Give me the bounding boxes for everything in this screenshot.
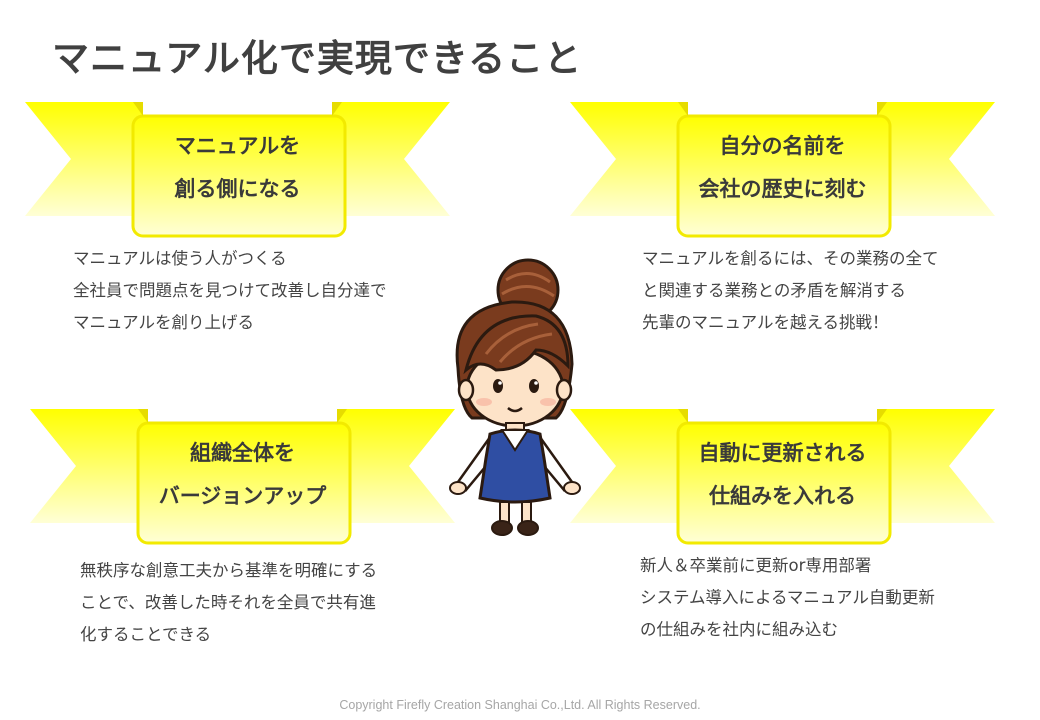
desc-line: マニュアルを創り上げる <box>73 313 255 332</box>
ribbon-title-line2: 創る側になる <box>174 177 301 201</box>
desc-line: 先輩のマニュアルを越える挑戦！ <box>642 313 889 332</box>
ribbon-title-line1: マニュアルを <box>174 134 301 158</box>
desc-line: 全社員で問題点を見つけて改善し自分達で <box>73 281 387 300</box>
desc-line: 化することできる <box>80 625 212 644</box>
desc-line: 無秩序な創意工夫から基準を明確にする <box>80 561 378 580</box>
card-description-4: 新人＆卒業前に更新or専用部署 システム導入によるマニュアル自動更新 の仕組みを… <box>640 550 935 646</box>
businesswoman-mascot-icon <box>449 258 581 536</box>
ribbon-shape <box>570 409 995 545</box>
ribbon-shape <box>570 102 995 238</box>
desc-line: マニュアルを創るには、その業務の全て <box>642 249 939 268</box>
desc-line: システム導入によるマニュアル自動更新 <box>640 588 935 607</box>
desc-line: 新人＆卒業前に更新or専用部署 <box>640 556 872 575</box>
ribbon-title-line1: 自動に更新される <box>698 441 867 465</box>
desc-line: と関連する業務との矛盾を解消する <box>642 281 906 300</box>
copyright-footer: Copyright Firefly Creation Shanghai Co.,… <box>339 698 701 712</box>
ribbon-shape <box>30 409 455 545</box>
page-title: マニュアル化で実現できること <box>52 37 583 80</box>
ribbon-title-line2: バージョンアップ <box>158 484 327 508</box>
ribbon-banner-3: 組織全体を バージョンアップ <box>30 407 455 547</box>
ribbon-title-line2: 会社の歴史に刻む <box>698 177 867 201</box>
card-description-2: マニュアルを創るには、その業務の全て と関連する業務との矛盾を解消する 先輩のマ… <box>642 243 939 339</box>
ribbon-banner-1: マニュアルを 創る側になる <box>25 100 450 240</box>
ribbon-title-line2: 仕組みを入れる <box>709 484 856 508</box>
desc-line: ことで、改善した時それを全員で共有進 <box>80 593 376 612</box>
desc-line: マニュアルは使う人がつくる <box>73 249 287 268</box>
ribbon-title-line1: 組織全体を <box>190 441 295 465</box>
ribbon-banner-4: 自動に更新される 仕組みを入れる <box>570 407 995 547</box>
card-description-1: マニュアルは使う人がつくる 全社員で問題点を見つけて改善し自分達で マニュアルを… <box>73 243 387 339</box>
ribbon-title-line1: 自分の名前を <box>719 134 846 158</box>
desc-line: の仕組みを社内に組み込む <box>640 620 838 639</box>
ribbon-banner-2: 自分の名前を 会社の歴史に刻む <box>570 100 995 240</box>
card-description-3: 無秩序な創意工夫から基準を明確にする ことで、改善した時それを全員で共有進 化す… <box>80 555 377 651</box>
ribbon-shape <box>25 102 450 238</box>
